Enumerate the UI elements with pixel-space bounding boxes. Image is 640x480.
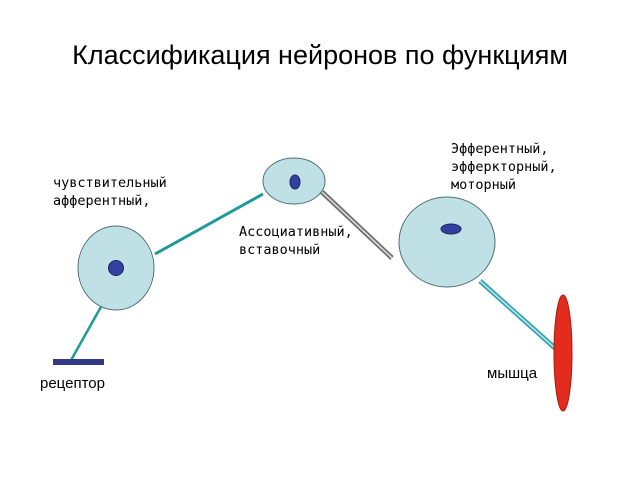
efferent-label-line-3: моторный	[451, 177, 517, 193]
receptor-bar	[53, 359, 104, 365]
sensory-label-line-2: афферентный,	[53, 193, 151, 209]
efferent-neuron-nucleus	[440, 223, 462, 235]
efferent-label-line-1: Эфферентный,	[451, 141, 549, 157]
muscle-shape	[553, 294, 573, 412]
page-title: Классификация нейронов по функциям	[72, 40, 568, 70]
efferent-neuron-body	[398, 196, 496, 288]
association-neuron-nucleus	[289, 174, 301, 190]
association-label-line-1: Ассоциативный,	[239, 224, 353, 240]
efferent-label-line-2: эфферкторный,	[451, 159, 557, 175]
sensory-neuron-label: чувствительный афферентный,	[53, 174, 167, 210]
sensory-neuron-nucleus	[108, 260, 124, 276]
sensory-axon	[154, 192, 264, 256]
efferent-neuron-label: Эфферентный, эфферкторный, моторный	[451, 140, 557, 194]
sensory-dendrite	[68, 304, 104, 363]
sensory-label-line-1: чувствительный	[53, 175, 167, 191]
muscle-label: мышца	[487, 365, 538, 382]
receptor-label: рецептор	[40, 375, 105, 392]
association-label-line-2: вставочный	[239, 242, 321, 258]
association-neuron-label: Ассоциативный, вставочный	[239, 223, 353, 259]
